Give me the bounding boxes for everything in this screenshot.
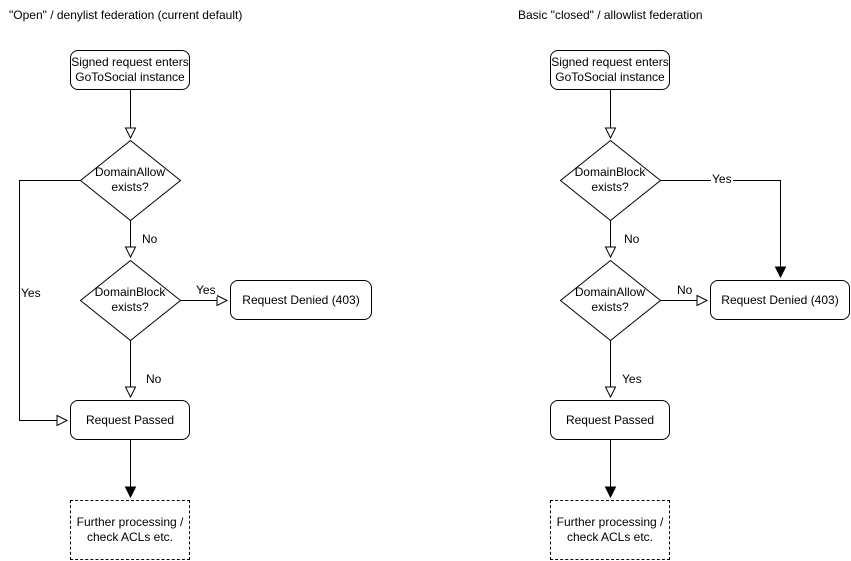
right-node-further: Further processing / check ACLs etc.: [550, 500, 670, 560]
right-node-passed: Request Passed: [550, 400, 670, 440]
right-node-denied: Request Denied (403): [710, 280, 850, 320]
right-node-start: Signed request enters GoToSocial instanc…: [550, 50, 670, 90]
right-edge-label-decision2-yes: Yes: [621, 372, 643, 386]
left-node-further: Further processing / check ACLs etc.: [70, 500, 190, 560]
right-chart-connectors: [604, 90, 787, 499]
left-decision2-diamond-shape: [79, 259, 182, 342]
right-decision2-diamond-shape: [559, 259, 662, 342]
connector-left-decision1-yes-to-passed: [19, 180, 80, 427]
connector-right-decision1-yes-to-denied: [660, 180, 787, 279]
right-edge-label-decision1-no: No: [623, 232, 641, 246]
left-chart-connectors: [19, 90, 229, 499]
left-edge-label-decision2-no: No: [145, 372, 163, 386]
left-decision1-diamond-shape: [79, 139, 182, 222]
left-chart-title: "Open" / denylist federation (current de…: [9, 8, 243, 22]
right-decision1-diamond-shape: [559, 139, 662, 222]
right-chart-title: Basic "closed" / allowlist federation: [518, 8, 703, 22]
decision-shapes: [79, 139, 662, 342]
left-node-passed: Request Passed: [70, 400, 190, 440]
left-edge-label-decision1-no: No: [141, 232, 159, 246]
left-edge-label-decision2-yes: Yes: [195, 283, 217, 297]
left-node-start: Signed request enters GoToSocial instanc…: [70, 50, 190, 90]
right-edge-label-decision2-no: No: [676, 283, 694, 297]
right-edge-label-decision1-yes: Yes: [711, 172, 733, 186]
left-edge-label-decision1-yes: Yes: [20, 286, 42, 300]
left-node-denied: Request Denied (403): [230, 280, 372, 320]
